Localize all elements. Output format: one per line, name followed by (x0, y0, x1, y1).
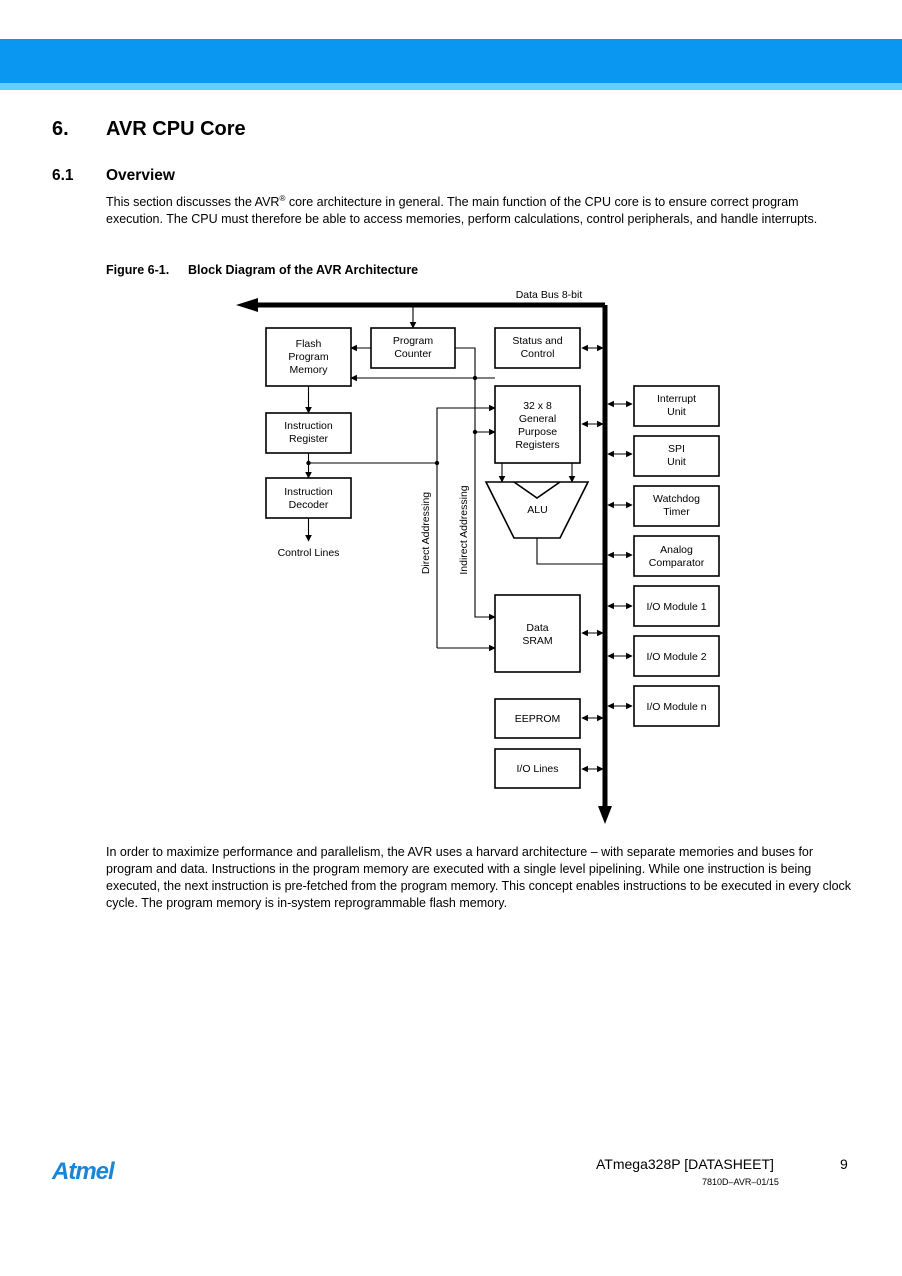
io-module-2-box (633, 635, 720, 677)
direct-addressing-label: Direct Addressing (420, 492, 432, 574)
registered-mark: ® (279, 193, 286, 203)
atmel-logo: Atmel (52, 1158, 115, 1185)
io-module-n-label: I/O Module n (646, 701, 706, 713)
io-lines-box (494, 748, 581, 789)
watchdog-label-2: Timer (663, 506, 690, 518)
gpr-label-4: Registers (515, 439, 559, 451)
page-number: 9 (840, 1156, 848, 1172)
io-module-1-box (633, 585, 720, 627)
io-lines-label: I/O Lines (516, 763, 558, 775)
flash-label-1: Flash (296, 338, 322, 350)
footer-document-title: ATmega328P [DATASHEET] (596, 1156, 774, 1172)
data-bus-label: Data Bus 8-bit (516, 289, 583, 301)
sram-label-1: Data (526, 622, 548, 634)
comparator-label-1: Analog (660, 544, 693, 556)
gpr-box (494, 385, 581, 464)
indirect-addressing-label: Indirect Addressing (458, 485, 470, 574)
figure-title: Block Diagram of the AVR Architecture (188, 263, 419, 277)
spi-label-1: SPI (668, 443, 685, 455)
interrupt-unit-box (633, 385, 720, 427)
alu-label: ALU (527, 504, 547, 516)
ir-label-2: Register (289, 433, 329, 445)
subsection-title: Overview (106, 167, 175, 184)
gpr-label-1: 32 x 8 (523, 400, 552, 412)
sram-label-2: SRAM (522, 635, 552, 647)
io-module-n-box (633, 685, 720, 727)
io-module-1-label: I/O Module 1 (646, 601, 706, 613)
flash-label-2: Program (288, 351, 329, 363)
pc-label-2: Counter (394, 348, 432, 360)
alu-shape (484, 481, 590, 539)
instruction-decoder-box (265, 477, 352, 519)
data-bus (236, 298, 612, 824)
status-label-2: Control (521, 348, 555, 360)
architecture-paragraph: In order to maximize performance and par… (106, 845, 852, 910)
watchdog-timer-box (633, 485, 720, 527)
data-sram-box (494, 594, 581, 673)
diagram-connections (305, 305, 633, 773)
eeprom-label: EEPROM (515, 713, 561, 725)
header-stripe (0, 83, 902, 90)
section-number: 6. (52, 118, 69, 140)
overview-paragraph: This section discusses the AVR® core arc… (106, 193, 818, 226)
ir-label-1: Instruction (284, 420, 333, 432)
pc-label-1: Program (393, 335, 434, 347)
spi-unit-box (633, 435, 720, 477)
gpr-label-2: General (519, 413, 556, 425)
interrupt-label-2: Unit (667, 406, 686, 418)
id-label-1: Instruction (284, 486, 333, 498)
figure-number: Figure 6-1. (106, 263, 170, 277)
io-module-2-label: I/O Module 2 (646, 651, 706, 663)
id-label-2: Decoder (289, 499, 329, 511)
subsection-number: 6.1 (52, 167, 74, 184)
interrupt-label-1: Interrupt (657, 393, 696, 405)
section-title: AVR CPU Core (106, 118, 246, 140)
status-label-1: Status and (512, 335, 562, 347)
comparator-label-2: Comparator (649, 557, 705, 569)
control-lines-label: Control Lines (278, 547, 340, 559)
document-code: 7810D–AVR–01/15 (702, 1177, 779, 1187)
eeprom-box (494, 698, 581, 739)
analog-comparator-box (633, 535, 720, 577)
header-band (0, 39, 902, 83)
watchdog-label-1: Watchdog (653, 493, 700, 505)
spi-label-2: Unit (667, 456, 686, 468)
flash-label-3: Memory (290, 364, 329, 376)
gpr-label-3: Purpose (518, 426, 557, 438)
figure-caption: Figure 6-1. Block Diagram of the AVR Arch… (106, 263, 418, 277)
status-control-box (494, 327, 581, 369)
